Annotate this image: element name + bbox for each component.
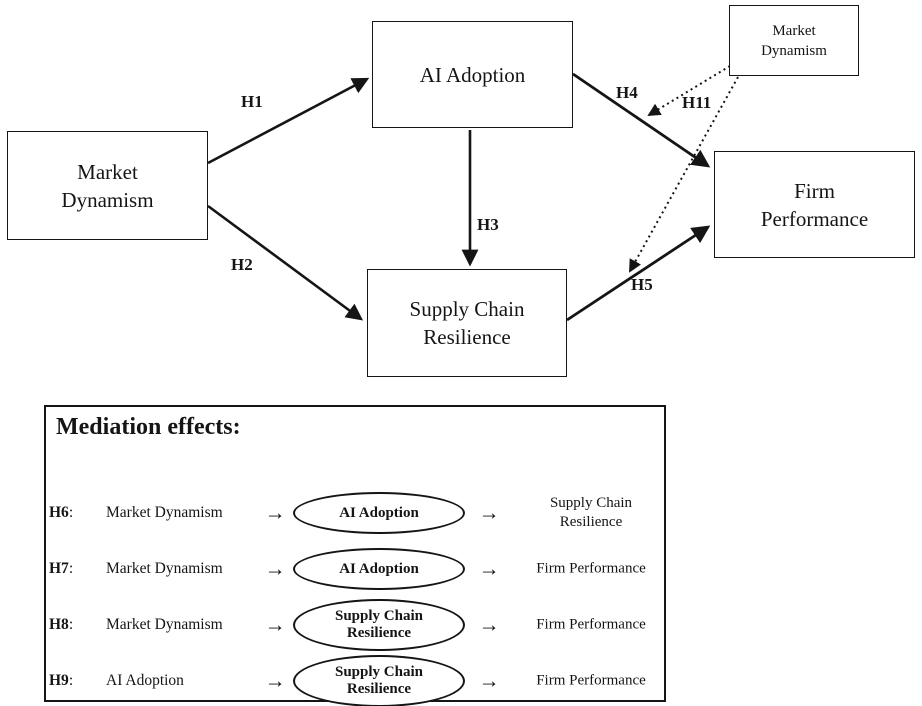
mediation-h7-from: Market Dynamism — [106, 560, 223, 577]
mediation-h9-colon: : — [68, 672, 74, 689]
node-firm-performance: Firm Performance — [714, 151, 915, 258]
node-supply-chain-resilience-label: Supply Chain Resilience — [409, 297, 525, 349]
path-label-h4: H4 — [616, 83, 638, 102]
h1-arrow — [207, 77, 370, 165]
mediation-row-h7: H7: Market Dynamism → AI Adoption → Firm… — [46, 541, 666, 597]
h5-arrow — [566, 225, 711, 322]
mediation-h8-to: Firm Performance — [536, 616, 646, 633]
mediation-h8-arrow-2-icon: → — [478, 612, 500, 637]
mediation-h9-mediator: Supply Chain Resilience — [293, 655, 465, 706]
mediation-row-h8: H8: Market Dynamism → Supply Chain Resil… — [46, 597, 666, 653]
node-market-dynamism-moderator: Market Dynamism — [729, 5, 859, 76]
path-label-h1: H1 — [241, 92, 263, 111]
mediation-h7-arrow-1-icon: → — [264, 556, 286, 581]
mediation-row-h9: H9: AI Adoption → Supply Chain Resilienc… — [46, 653, 666, 706]
node-market-dynamism: Market Dynamism — [7, 131, 208, 240]
mediation-h9-arrow-1-icon: → — [264, 668, 286, 693]
mediation-h9-arrow-2-icon: → — [478, 668, 500, 693]
node-ai-adoption-label: AI Adoption — [419, 62, 526, 87]
path-label-h11: H11 — [682, 93, 712, 112]
mediation-h9-id-text: H9 — [49, 672, 69, 689]
h11-moderation-arrow-to-h4 — [647, 65, 731, 117]
mediation-h8-arrow-1-icon: → — [264, 612, 286, 637]
mediation-h8-colon: : — [68, 616, 74, 633]
mediation-h8-id: H8: — [49, 616, 73, 634]
mediation-h9-id: H9: — [49, 672, 73, 690]
mediation-h8-id-text: H8 — [49, 616, 69, 633]
mediation-h6-id: H6: — [49, 504, 73, 522]
node-market-dynamism-moderator-label: Market Dynamism — [761, 22, 827, 59]
h4-arrow — [572, 72, 711, 168]
mediation-h6-arrow-2-icon: → — [478, 500, 500, 525]
mediation-h7-to: Firm Performance — [536, 560, 646, 577]
h2-arrow — [207, 204, 364, 321]
node-supply-chain-resilience: Supply Chain Resilience — [367, 269, 567, 377]
mediation-row-h6: H6: Market Dynamism → AI Adoption → Supp… — [46, 485, 666, 541]
h11-moderation-arrow-to-h5 — [629, 76, 739, 273]
path-label-h3: H3 — [477, 215, 499, 234]
mediation-h8-from: Market Dynamism — [106, 616, 223, 633]
mediation-h7-colon: : — [68, 560, 74, 577]
mediation-h7-id-text: H7 — [49, 560, 69, 577]
mediation-h6-colon: : — [68, 504, 74, 521]
mediation-h7-arrow-2-icon: → — [478, 556, 500, 581]
mediation-panel-title: Mediation effects: — [56, 414, 241, 440]
mediation-h7-mediator: AI Adoption — [293, 548, 465, 590]
mediation-h6-mediator: AI Adoption — [293, 492, 465, 534]
node-firm-performance-label: Firm Performance — [760, 178, 869, 231]
mediation-h9-from: AI Adoption — [106, 672, 184, 689]
mediation-h8-mediator: Supply Chain Resilience — [293, 599, 465, 651]
mediation-effects-panel: Mediation effects: H6: Market Dynamism →… — [44, 405, 666, 706]
path-label-h5: H5 — [631, 275, 653, 294]
mediation-h6-id-text: H6 — [49, 504, 69, 521]
path-label-h2: H2 — [231, 255, 253, 274]
node-market-dynamism-label: Market Dynamism — [61, 159, 154, 212]
mediation-h6-to: Supply Chain Resilience — [549, 495, 633, 530]
node-ai-adoption: AI Adoption — [372, 21, 573, 128]
mediation-h6-arrow-1-icon: → — [264, 500, 286, 525]
mediation-h9-to: Firm Performance — [536, 672, 646, 689]
mediation-h7-id: H7: — [49, 560, 73, 578]
mediation-h6-from: Market Dynamism — [106, 504, 223, 521]
